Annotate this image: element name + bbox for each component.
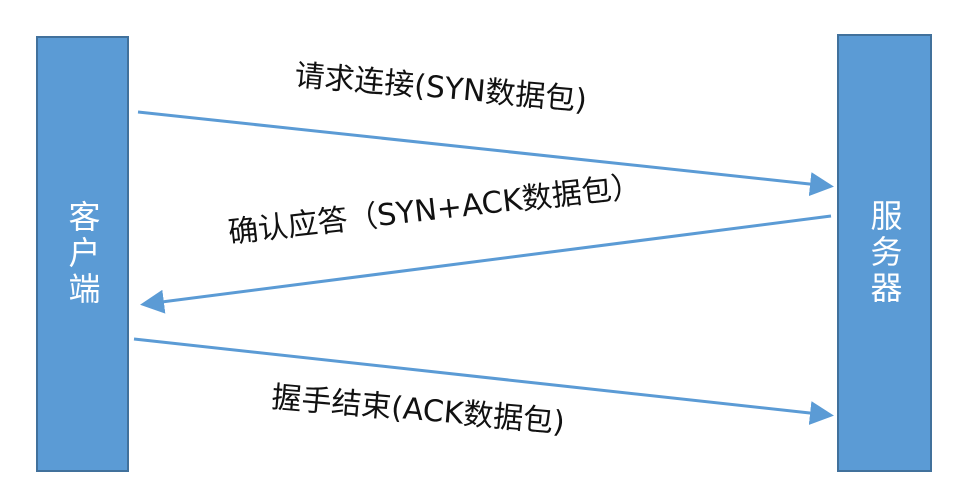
syn-ack-arrow [140, 214, 832, 314]
syn-arrow [137, 110, 834, 197]
client-lane: 客户端 [36, 36, 129, 472]
ack-arrow [133, 337, 834, 425]
server-lane: 服务器 [837, 34, 932, 472]
client-label: 客户端 [63, 200, 102, 308]
server-label: 服务器 [865, 199, 904, 307]
